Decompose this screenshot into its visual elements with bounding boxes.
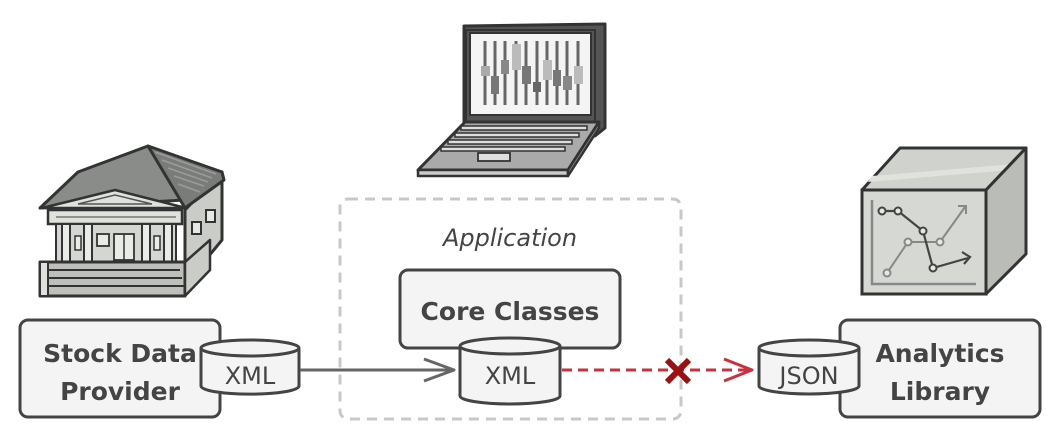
analytics-library-node[interactable]: Analytics Library (838, 318, 1042, 419)
core-classes-label: Core Classes (421, 297, 600, 326)
analytics-library-label-line1: Analytics (875, 339, 1004, 368)
application-label: Application (441, 224, 577, 252)
provider-xml-database-icon: XML (199, 338, 301, 396)
provider-xml-label: XML (225, 362, 276, 390)
compatible-arrow (300, 357, 456, 383)
stock-provider-label-line2: Provider (60, 377, 181, 406)
core-classes-node[interactable]: Core Classes (398, 268, 622, 350)
laptop-chart-icon (416, 22, 607, 178)
application-container (338, 197, 683, 421)
library-json-label: JSON (777, 362, 838, 390)
core-xml-database-icon: XML (458, 336, 562, 406)
stock-data-provider-node[interactable]: Stock Data Provider (18, 318, 222, 419)
library-json-database-icon: JSON (757, 338, 861, 396)
analytics-library-label-line2: Library (890, 377, 990, 406)
core-xml-label: XML (485, 362, 536, 390)
incompatible-cross-icon (664, 357, 692, 385)
incompatible-arrow (562, 357, 754, 383)
bank-building-icon (38, 144, 226, 298)
stock-provider-label-line1: Stock Data (43, 339, 197, 368)
library-box-icon (860, 146, 1028, 296)
